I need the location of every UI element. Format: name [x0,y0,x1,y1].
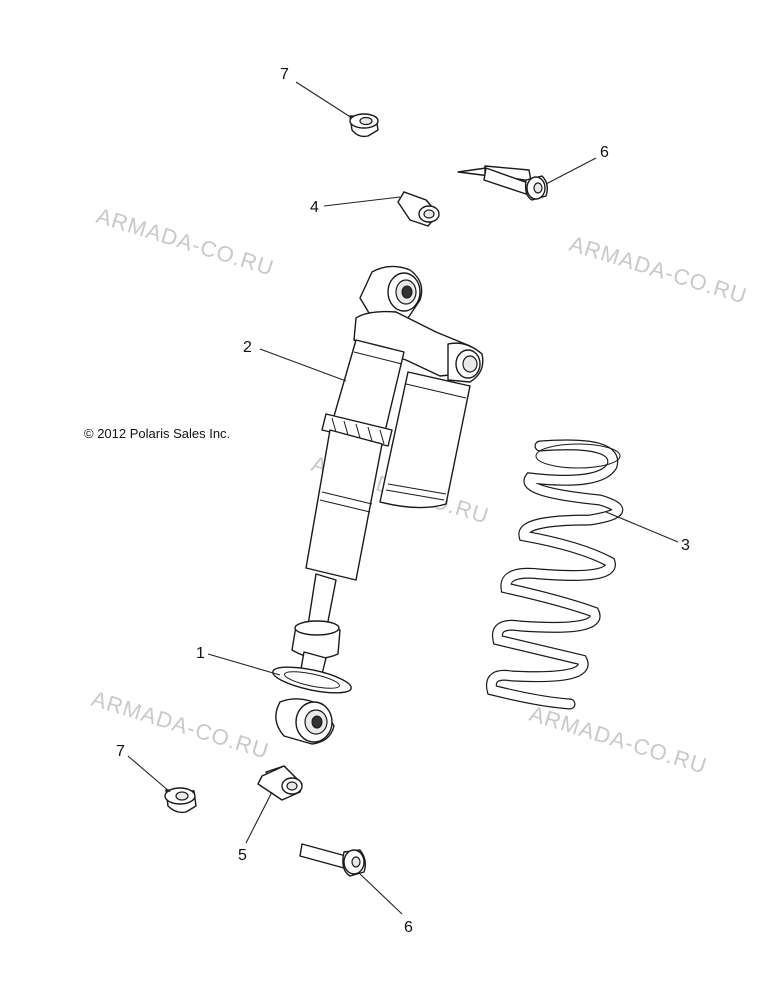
part-coil-spring[interactable] [485,439,624,710]
part-spring-seat[interactable] [271,662,353,698]
callout-label[interactable]: 7 [116,743,125,760]
part-bolt-bottom[interactable] [299,843,367,877]
part-sleeve-top[interactable] [397,191,440,227]
callout-label[interactable]: 4 [310,199,319,216]
callout-label[interactable]: 6 [600,144,609,161]
callout-label[interactable]: 2 [243,339,252,356]
copyright-notice: © 2012 Polaris Sales Inc. [84,426,230,441]
callouts: 7 6 4 2 3 1 7 5 6 [116,66,690,936]
part-nut-bottom[interactable] [164,787,197,814]
part-sleeve-bottom[interactable] [257,765,303,801]
callout-label[interactable]: 6 [404,919,413,936]
watermark-text: ARMADA-CO.RU [527,701,711,779]
callout-label[interactable]: 1 [196,645,205,662]
callout-label[interactable]: 3 [681,537,690,554]
callout-label[interactable]: 7 [280,66,289,83]
part-shock-absorber[interactable] [275,265,484,745]
watermark-text: ARMADA-CO.RU [94,203,278,281]
part-nut-top[interactable] [349,113,379,138]
callout-label[interactable]: 5 [238,847,247,864]
leader-lines [127,81,679,915]
watermark-text: ARMADA-CO.RU [567,231,751,309]
part-bolt-top[interactable] [457,165,549,201]
